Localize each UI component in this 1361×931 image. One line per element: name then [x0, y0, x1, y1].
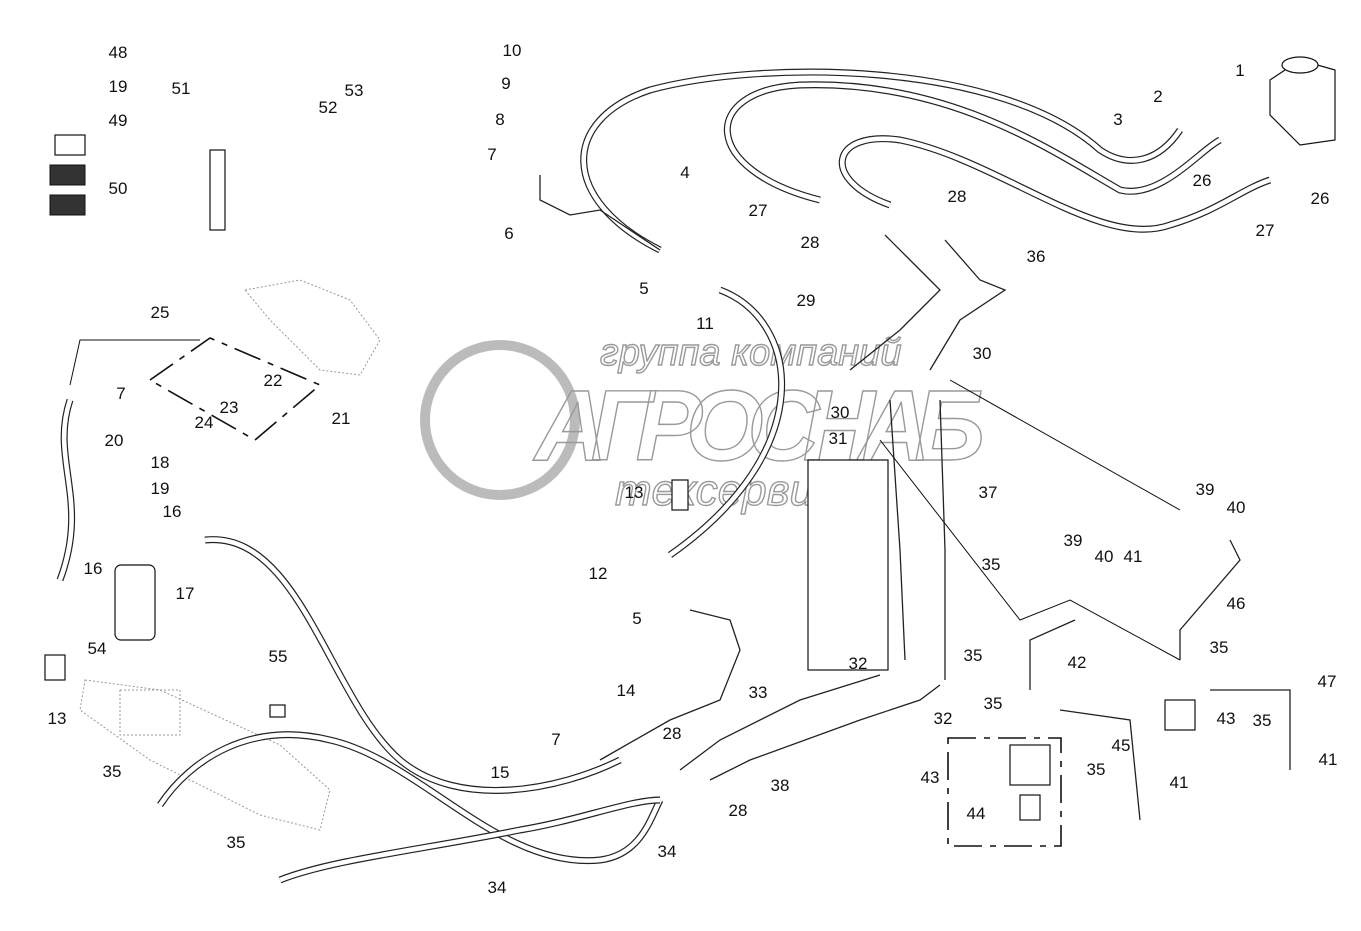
callout-63: 39: [1196, 480, 1215, 499]
callout-2: 49: [109, 111, 128, 130]
control-valve-block: [807, 459, 889, 671]
callout-7: 10: [503, 41, 522, 60]
callout-64: 39: [1064, 531, 1083, 550]
callout-58: 37: [979, 483, 998, 502]
callout-47: 26: [1193, 171, 1212, 190]
callout-40: 38: [771, 776, 790, 795]
callout-25: 16: [84, 559, 103, 578]
callout-67: 41: [1124, 547, 1143, 566]
kit-box-43: [947, 737, 1062, 847]
callout-70: 35: [1210, 638, 1229, 657]
callout-35: 14: [617, 681, 636, 700]
callout-29: 55: [269, 647, 288, 666]
callout-27: 54: [88, 639, 107, 658]
callout-73: 35: [1253, 711, 1272, 730]
callout-44: 1: [1235, 61, 1244, 80]
callout-53: 36: [1027, 247, 1046, 266]
callout-31: 35: [227, 833, 246, 852]
components: [44, 56, 1336, 821]
callout-5: 52: [319, 98, 338, 117]
callout-34: 5: [632, 609, 641, 628]
callout-42: 34: [658, 842, 677, 861]
callout-72: 43: [1217, 709, 1236, 728]
callout-77: 35: [1087, 760, 1106, 779]
callout-37: 15: [491, 763, 510, 782]
callout-14: 11: [696, 314, 714, 333]
callout-78: 41: [1170, 773, 1189, 792]
callout-62: 35: [964, 646, 983, 665]
callout-21: 21: [332, 409, 351, 428]
callout-28: 13: [48, 709, 67, 728]
callout-39: 33: [749, 683, 768, 702]
watermark-gear-icon: [420, 340, 580, 500]
hoses: [56, 68, 1291, 884]
kit-box-21: [148, 337, 322, 441]
callout-75: 35: [984, 694, 1003, 713]
callout-36: 7: [551, 730, 560, 749]
callout-19: 23: [220, 398, 239, 417]
valve-block-43b: [1164, 699, 1196, 731]
callout-18: 22: [264, 371, 283, 390]
callout-71: 47: [1318, 672, 1337, 691]
callout-54: 29: [797, 291, 816, 310]
callout-0: 48: [109, 43, 128, 62]
callout-48: 26: [1311, 189, 1330, 208]
callout-6: 53: [345, 81, 364, 100]
callout-45: 2: [1153, 87, 1162, 106]
callout-56: 30: [831, 403, 850, 422]
callout-1: 19: [109, 77, 128, 96]
callout-52: 28: [948, 187, 967, 206]
callout-61: 35: [982, 555, 1001, 574]
callout-32: 13: [625, 483, 644, 502]
callout-12: 4: [680, 163, 689, 182]
callout-30: 35: [103, 762, 122, 781]
callout-16: 7: [116, 384, 125, 403]
callout-55: 30: [973, 344, 992, 363]
callout-60: 32: [934, 709, 953, 728]
callout-74: 41: [1319, 750, 1338, 769]
callout-3: 50: [109, 179, 128, 198]
callout-76: 45: [1112, 736, 1131, 755]
callout-66: 40: [1095, 547, 1114, 566]
callout-68: 46: [1227, 594, 1246, 613]
watermark: группа компаний АГРОСНАБ техсервис: [420, 331, 986, 516]
callout-22: 18: [151, 453, 170, 472]
callout-15: 25: [151, 303, 170, 322]
callout-11: 6: [504, 224, 513, 243]
valve-block-43: [1009, 744, 1051, 786]
callout-49: 27: [1256, 221, 1275, 240]
callout-41: 28: [729, 801, 748, 820]
callout-20: 24: [195, 413, 214, 432]
ghost-parts: [79, 279, 381, 831]
watermark-line1: группа компаний: [600, 332, 901, 374]
callout-10: 7: [487, 145, 496, 164]
sleeve-51: [209, 149, 226, 231]
callout-46: 3: [1113, 110, 1122, 129]
callout-4: 51: [172, 79, 191, 98]
callout-50: 27: [749, 201, 768, 220]
callout-26: 17: [176, 584, 195, 603]
callout-9: 8: [495, 110, 504, 129]
filter-17: [114, 564, 156, 641]
callout-65: 40: [1227, 498, 1246, 517]
callout-57: 31: [829, 429, 848, 448]
callout-13: 5: [639, 279, 648, 298]
callout-59: 32: [849, 654, 868, 673]
callout-80: 44: [967, 804, 986, 823]
callout-33: 12: [589, 564, 608, 583]
callout-8: 9: [501, 74, 510, 93]
callout-17: 20: [105, 431, 124, 450]
callout-38: 28: [663, 724, 682, 743]
callout-69: 42: [1068, 653, 1087, 672]
callout-43: 34: [488, 878, 507, 897]
callout-51: 28: [801, 233, 820, 252]
callout-79: 43: [921, 768, 940, 787]
callout-23: 19: [151, 479, 170, 498]
callout-24: 16: [163, 502, 182, 521]
